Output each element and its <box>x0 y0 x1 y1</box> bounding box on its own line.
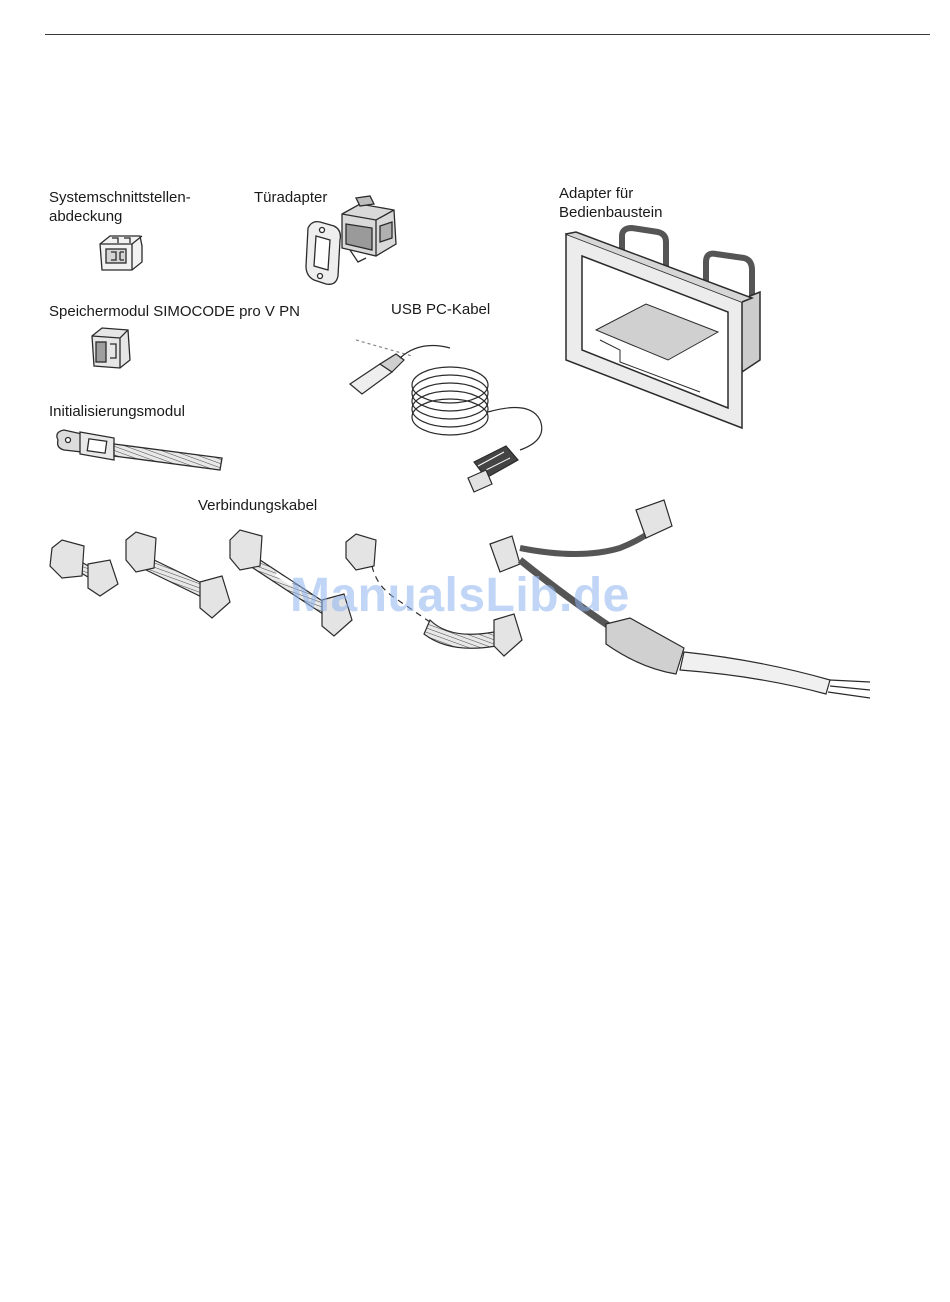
memory-module-image <box>92 328 130 368</box>
usb-pc-cable-image <box>350 340 542 492</box>
initialization-module-image <box>57 430 222 470</box>
system-interface-cover-image <box>100 236 142 270</box>
door-adapter-image <box>306 196 396 284</box>
watermark: ManualsLib.de <box>290 568 630 623</box>
operator-panel-adapter-image <box>566 228 760 428</box>
accessories-illustration <box>0 0 950 760</box>
accessories-figure: Systemschnittstellen- abdeckung Türadapt… <box>0 0 950 760</box>
